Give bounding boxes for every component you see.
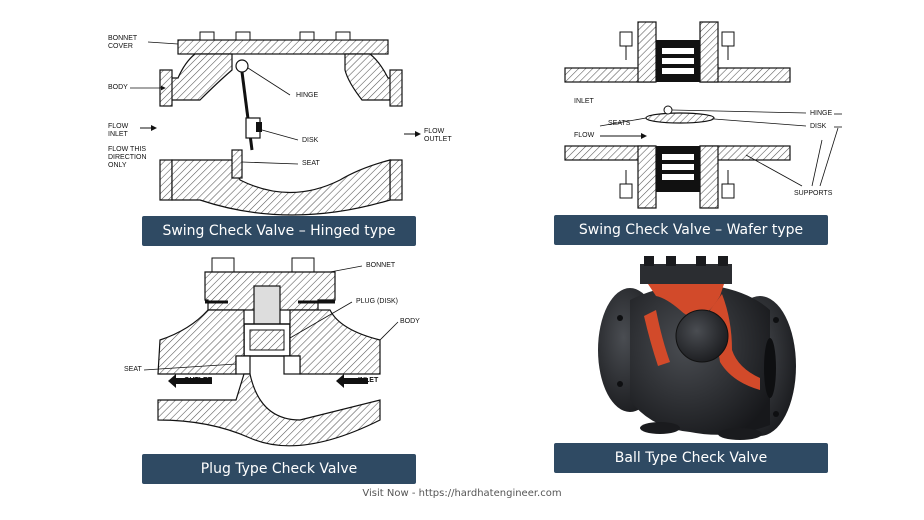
label-seat: SEAT (302, 160, 320, 167)
label-plug-seat: SEAT (124, 366, 142, 373)
label-flow-inlet-2: INLET (108, 131, 128, 138)
label-flow-inlet-1: FLOW (108, 123, 129, 130)
label-bonnet-cover-2: COVER (108, 43, 133, 50)
label-disk: DISK (302, 137, 319, 144)
label-flow-outlet-2: OUTLET (424, 136, 452, 143)
label-wafer-flow: FLOW (574, 132, 595, 139)
label-hinge: HINGE (296, 92, 319, 99)
caption-plug: Plug Type Check Valve (142, 454, 416, 484)
plug-panel: BONNET PLUG (DISK) BODY SEAT OUTLET INLE… (0, 250, 460, 490)
label-flow-direction-2: DIRECTION (108, 154, 147, 161)
swing-wafer-panel: INLET SEATS FLOW HINGE DISK SUPPORTS Swi… (470, 0, 924, 250)
caption-swing-wafer: Swing Check Valve – Wafer type (554, 215, 828, 245)
swing-hinged-diagram (130, 31, 421, 216)
ball-valve-image (598, 256, 796, 440)
label-flow-direction-3: ONLY (108, 162, 127, 169)
label-plug-disk: PLUG (DISK) (356, 298, 399, 305)
label-wafer-inlet: INLET (574, 98, 594, 105)
label-plug-outlet: OUTLET (184, 377, 212, 384)
label-bonnet-cover-1: BONNET (108, 35, 138, 42)
label-body: BODY (108, 84, 128, 91)
label-wafer-disk: DISK (810, 123, 827, 130)
label-flow-direction-1: FLOW THIS (108, 146, 146, 153)
label-plug-bonnet: BONNET (366, 262, 396, 269)
label-wafer-hinge: HINGE (810, 110, 833, 117)
label-wafer-supports: SUPPORTS (794, 190, 833, 197)
label-plug-body: BODY (400, 318, 420, 325)
swing-wafer-diagram (564, 21, 842, 209)
label-flow-outlet-1: FLOW (424, 128, 445, 135)
plug-diagram (143, 257, 399, 447)
ball-panel: Ball Type Check Valve (470, 250, 924, 490)
caption-swing-hinged: Swing Check Valve – Hinged type (142, 216, 416, 246)
swing-hinged-panel: BONNET COVER BODY HINGE FLOW INLET DISK … (0, 0, 460, 250)
caption-ball: Ball Type Check Valve (554, 443, 828, 473)
label-plug-inlet: INLET (358, 377, 379, 384)
footer-link[interactable]: Visit Now - https://hardhatengineer.com (362, 488, 562, 499)
label-wafer-seats: SEATS (608, 120, 631, 127)
